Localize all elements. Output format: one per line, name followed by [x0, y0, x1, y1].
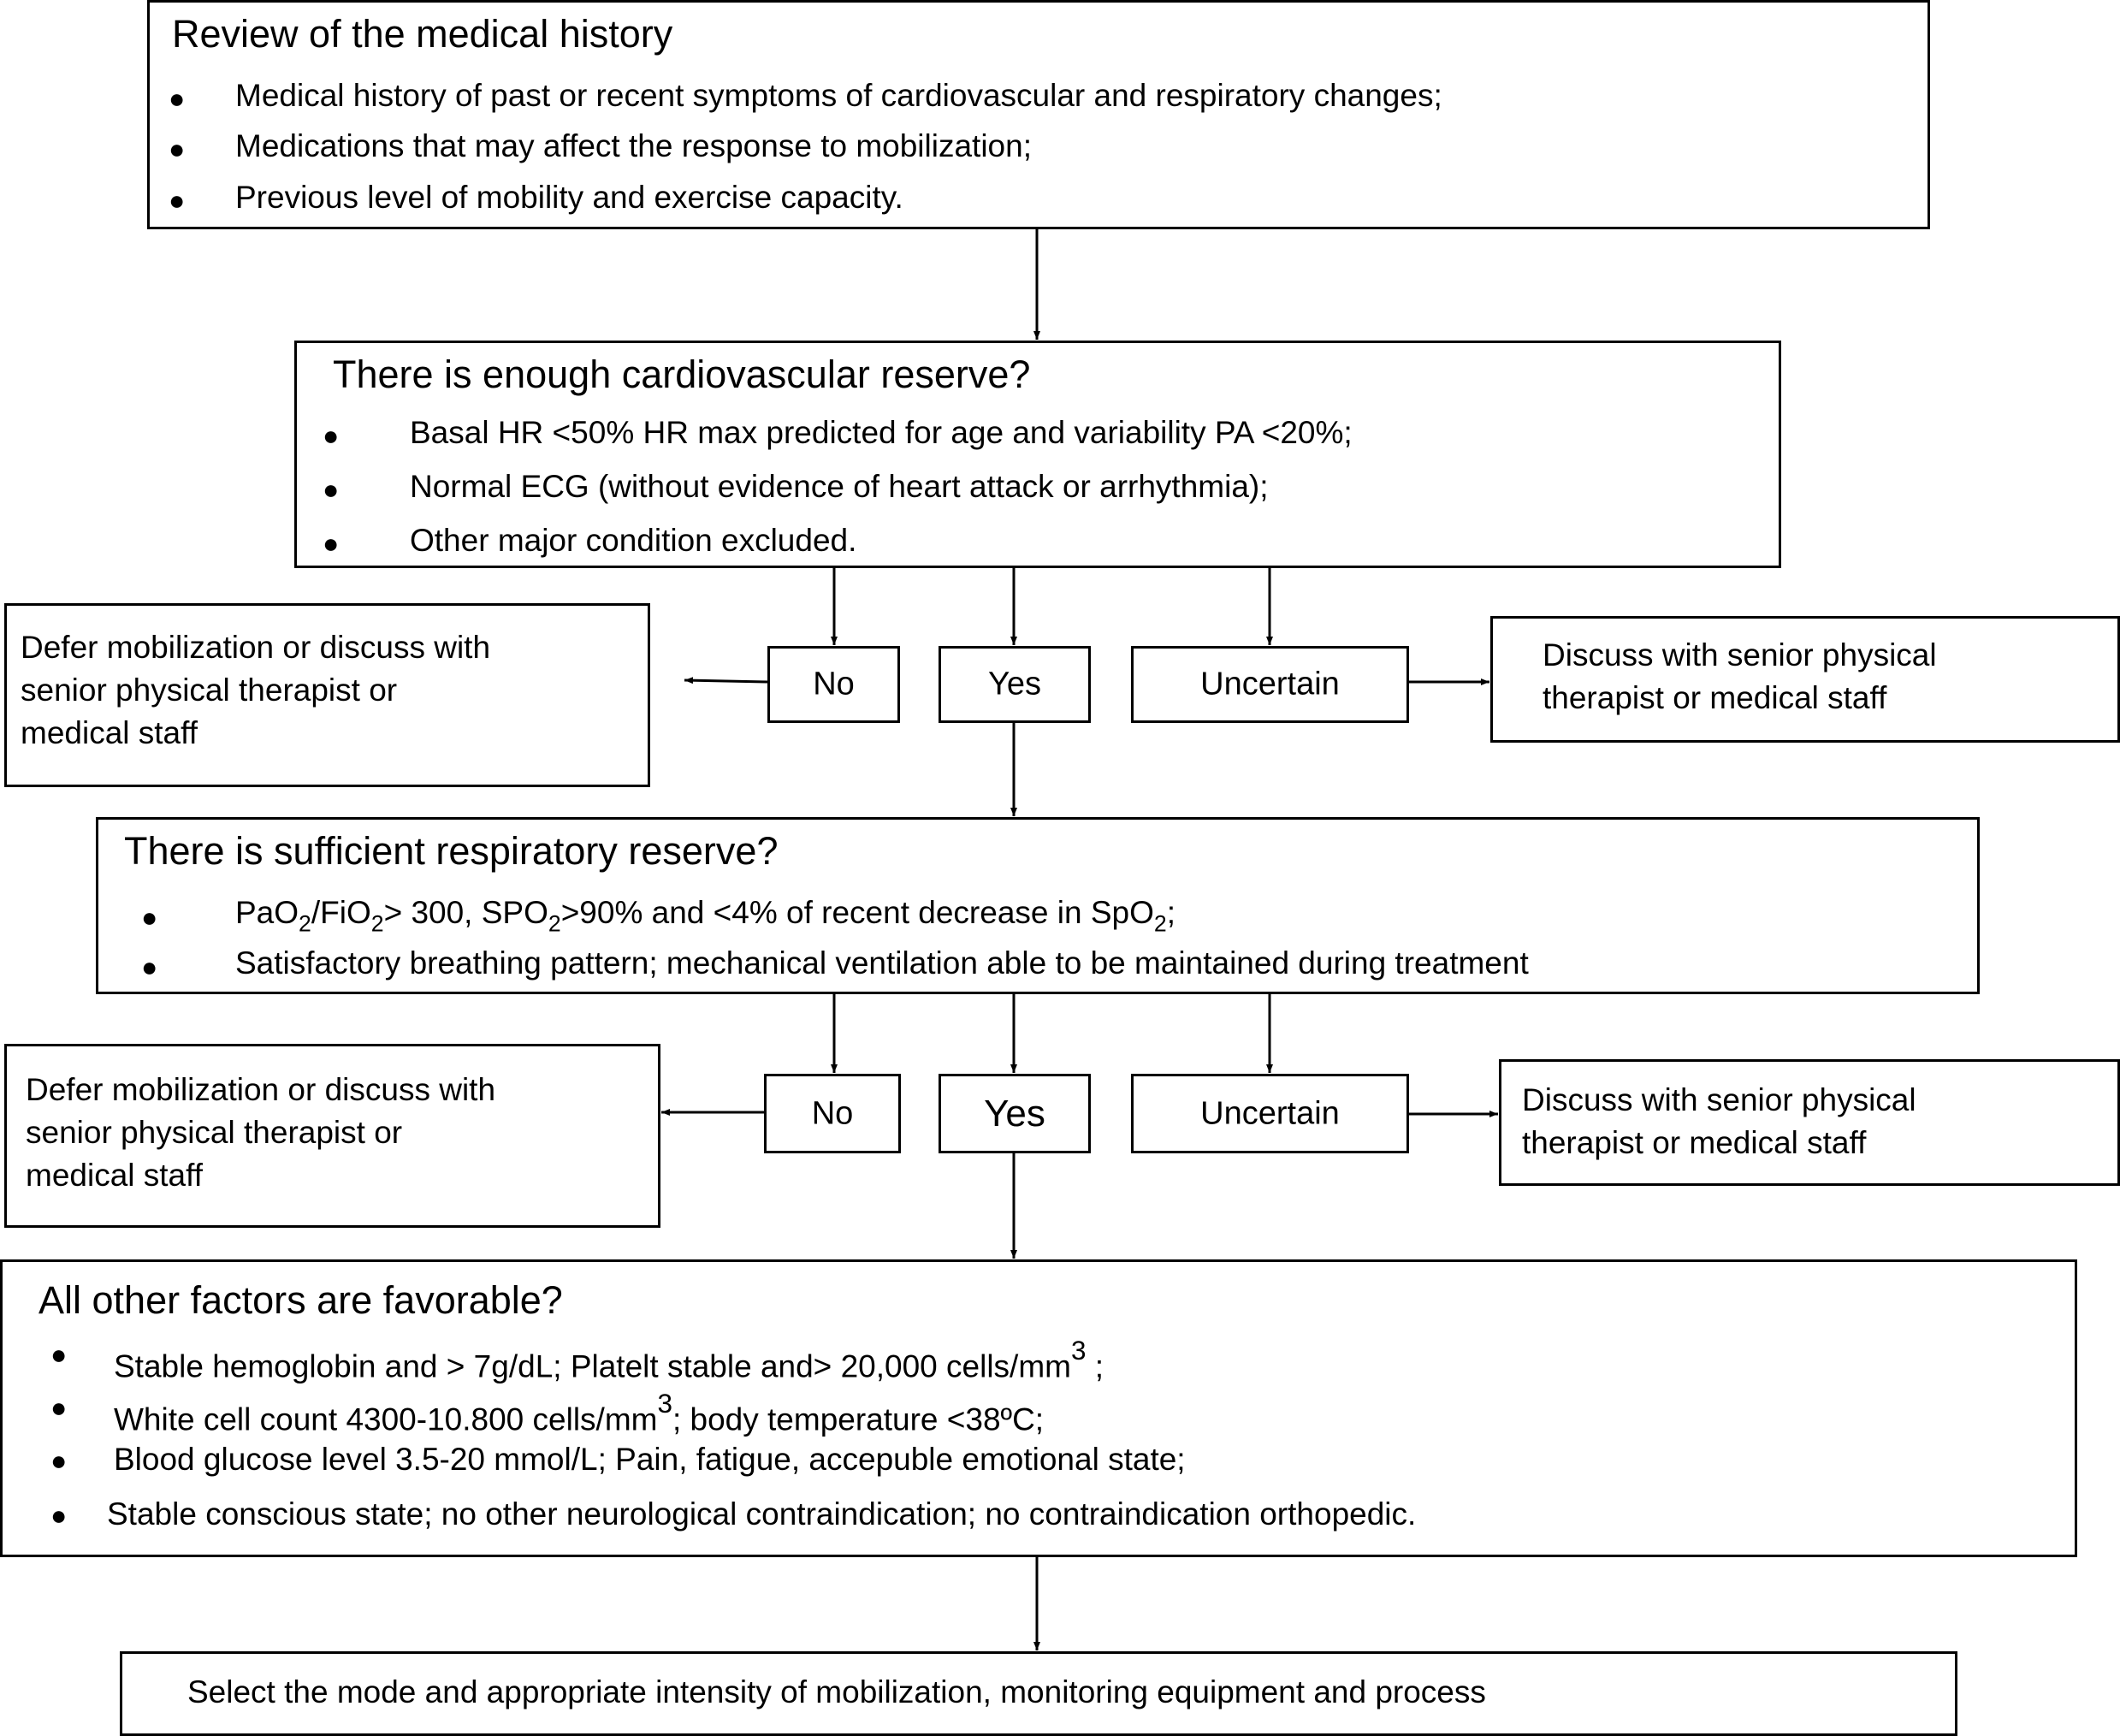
respiratory-item-2: Satisfactory breathing pattern; mechanic…: [235, 945, 1529, 981]
cardio-item-2: Normal ECG (without evidence of heart at…: [410, 469, 1269, 504]
respiratory-uncertain-label: Uncertain: [1200, 1095, 1340, 1131]
cardio-discuss-text: Discuss with senior physical therapist o…: [1543, 634, 1937, 720]
factors-item-1: Stable hemoglobin and > 7g/dL; Platelt s…: [114, 1336, 1104, 1384]
respiratory-discuss-text: Discuss with senior physical therapist o…: [1522, 1079, 1916, 1164]
respiratory-defer-line-2: senior physical therapist or: [26, 1114, 403, 1150]
medical-history-title: Review of the medical history: [172, 12, 673, 56]
respiratory-defer-line-1: Defer mobilization or discuss with: [26, 1072, 496, 1107]
respiratory-discuss-line-1: Discuss with senior physical: [1522, 1082, 1916, 1117]
factors-item-4: Stable conscious state; no other neurolo…: [107, 1496, 1417, 1532]
respiratory-no-box: No: [764, 1074, 901, 1153]
bullet-icon: ●: [323, 528, 340, 559]
bullet-icon: ●: [141, 902, 158, 933]
history-item-2: Medications that may affect the response…: [235, 128, 1032, 163]
respiratory-box: There is sufficient respiratory reserve?…: [96, 817, 1980, 994]
factors-item-3: Blood glucose level 3.5-20 mmol/L; Pain,…: [114, 1442, 1186, 1477]
cardio-no-box: No: [767, 646, 900, 723]
respiratory-no-label: No: [811, 1095, 854, 1131]
cardiovascular-box: There is enough cardiovascular reserve? …: [294, 341, 1781, 568]
other-factors-box: All other factors are favorable? ● Stabl…: [0, 1259, 2077, 1557]
cardio-item-1: Basal HR <50% HR max predicted for age a…: [410, 415, 1353, 450]
medical-history-box: Review of the medical history ● Medical …: [147, 0, 1930, 229]
cardio-defer-line-2: senior physical therapist or: [21, 672, 398, 708]
cardio-discuss-line-2: therapist or medical staff: [1543, 679, 1887, 715]
bullet-icon: ●: [141, 951, 158, 982]
cardio-no-label: No: [813, 666, 855, 702]
arrow-cardio-no-to-defer: [684, 677, 768, 684]
bullet-icon: ●: [50, 1500, 68, 1531]
respiratory-discuss-line-2: therapist or medical staff: [1522, 1124, 1867, 1160]
cardio-discuss-box: Discuss with senior physical therapist o…: [1490, 616, 2120, 743]
cardio-defer-box: Defer mobilization or discuss with senio…: [4, 603, 650, 787]
bullet-icon: ●: [169, 133, 186, 164]
cardio-defer-line-1: Defer mobilization or discuss with: [21, 630, 491, 665]
bullet-icon: ●: [169, 83, 186, 114]
final-box: Select the mode and appropriate intensit…: [120, 1651, 1957, 1736]
cardio-item-3: Other major condition excluded.: [410, 523, 857, 558]
respiratory-defer-text: Defer mobilization or discuss with senio…: [26, 1069, 495, 1197]
respiratory-defer-box: Defer mobilization or discuss with senio…: [4, 1044, 660, 1228]
cardio-uncertain-box: Uncertain: [1131, 646, 1409, 723]
cardiovascular-title: There is enough cardiovascular reserve?: [333, 353, 1031, 396]
cardio-defer-line-3: medical staff: [21, 714, 198, 750]
final-text: Select the mode and appropriate intensit…: [187, 1674, 1486, 1709]
bullet-icon: ●: [169, 185, 186, 216]
bullet-icon: ●: [323, 420, 340, 451]
bullet-icon: ●: [50, 1445, 68, 1476]
bullet-icon: ●: [323, 474, 340, 505]
history-item-1: Medical history of past or recent sympto…: [235, 78, 1442, 113]
bullet-icon: ●: [50, 1339, 68, 1370]
bullet-icon: ●: [50, 1392, 68, 1423]
respiratory-yes-label: Yes: [984, 1092, 1045, 1135]
history-item-3: Previous level of mobility and exercise …: [235, 180, 903, 215]
cardio-discuss-line-1: Discuss with senior physical: [1543, 637, 1937, 672]
respiratory-yes-box: Yes: [939, 1074, 1091, 1153]
other-factors-title: All other factors are favorable?: [38, 1278, 563, 1322]
respiratory-defer-line-3: medical staff: [26, 1157, 204, 1193]
cardio-yes-box: Yes: [939, 646, 1091, 723]
cardio-yes-label: Yes: [988, 666, 1041, 702]
respiratory-title: There is sufficient respiratory reserve?: [124, 829, 779, 873]
respiratory-discuss-box: Discuss with senior physical therapist o…: [1499, 1059, 2120, 1186]
cardio-defer-text: Defer mobilization or discuss with senio…: [21, 626, 490, 755]
respiratory-uncertain-box: Uncertain: [1131, 1074, 1409, 1153]
factors-item-2: White cell count 4300-10.800 cells/mm3; …: [114, 1389, 1045, 1437]
respiratory-item-1: PaO2/FiO2> 300, SPO2>90% and <4% of rece…: [235, 895, 1175, 937]
cardio-uncertain-label: Uncertain: [1200, 666, 1340, 702]
